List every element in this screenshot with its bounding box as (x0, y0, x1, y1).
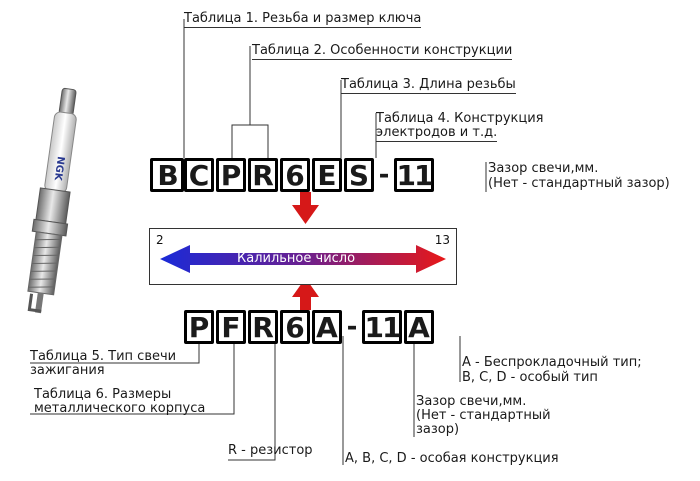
pointer-arrows (292, 192, 319, 310)
label-table3: Таблица 3. Длина резьбы (341, 77, 516, 94)
bottom-code: P F R 6 A - 11 A (184, 310, 434, 344)
code-char-box: C (184, 158, 214, 192)
gauge-max-label: 13 (434, 233, 450, 247)
label-gap-top-line2: (Нет - стандартный зазор) (488, 176, 670, 191)
code-char-box: B (150, 158, 184, 192)
code-char-box: P (216, 158, 246, 192)
code-char-box: P (184, 310, 214, 344)
code-char-box: F (216, 310, 246, 344)
heat-range-gauge: 2 13 Калильное число (149, 228, 457, 285)
code-char-box: 6 (280, 310, 310, 344)
label-type-line1: A - Беспрокладочный тип; (462, 355, 642, 370)
top-code: B C P R 6 E S - 11 (150, 158, 434, 192)
label-resistor: R - резистор (228, 443, 313, 458)
gauge-min-label: 2 (156, 233, 164, 247)
code-dash: - (346, 312, 358, 342)
gauge-arrow (160, 245, 446, 273)
label-table1: Таблица 1. Резьба и размер ключа (184, 11, 422, 28)
code-char-box: E (312, 158, 342, 192)
label-gap-bottom-line1: Зазор свечи,мм. (416, 394, 527, 409)
spark-plug-image: NGK (27, 87, 77, 314)
code-char-box: 6 (280, 158, 310, 192)
label-gap-bottom-line3: зазор) (416, 422, 460, 437)
code-char-box: R (248, 158, 278, 192)
code-char-box: S (344, 158, 374, 192)
label-table4-line1: Таблица 4. Конструкция (376, 111, 544, 126)
code-char-box: R (248, 310, 278, 344)
label-table4-line2: электродов и т.д. (376, 125, 498, 142)
label-table6-line1: Таблица 6. Размеры (34, 387, 172, 402)
label-abcd-construction: A, B, C, D - особая конструкция (345, 451, 559, 466)
label-table5-line1: Таблица 5. Тип свечи (30, 349, 177, 364)
label-table6-line2: металлического корпуса (34, 401, 206, 416)
heat-range-label: Калильное число (237, 251, 356, 266)
label-table2: Таблица 2. Особенности конструкции (252, 43, 513, 60)
code-number-box: 11 (394, 158, 434, 192)
code-number-box: 11 (362, 310, 402, 344)
code-char-box: A (312, 310, 342, 344)
label-table5-line2: зажигания (30, 363, 105, 378)
code-char-box: A (404, 310, 434, 344)
code-dash: - (378, 160, 390, 190)
plug-brand: NGK (51, 156, 65, 183)
label-type-line2: B, C, D - особый тип (462, 370, 598, 385)
label-gap-top-line1: Зазор свечи,мм. (488, 161, 599, 176)
label-gap-bottom-line2: (Нет - стандартный (416, 408, 551, 423)
